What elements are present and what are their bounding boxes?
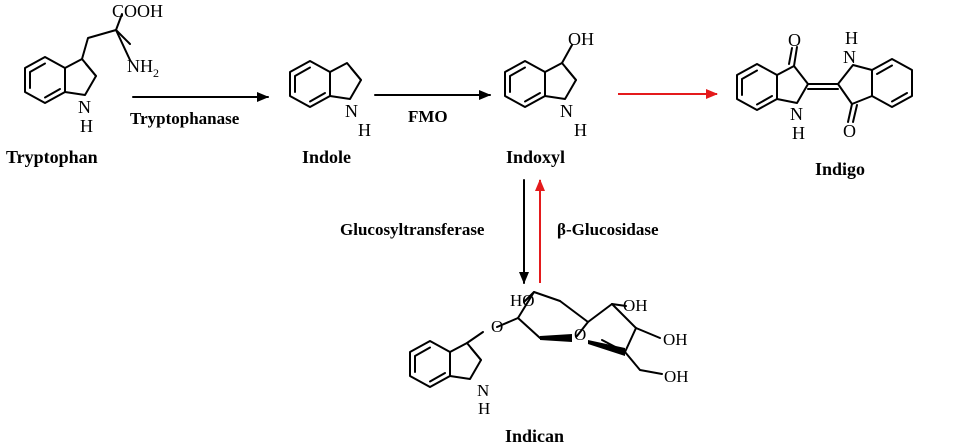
- indoxyl-h-label: H: [574, 120, 587, 140]
- tryptophanase-label: Tryptophanase: [130, 109, 240, 128]
- indole-structure: [289, 60, 362, 108]
- indican-glycosidic-o-label: O: [491, 317, 503, 336]
- indigo-h-top-label: H: [845, 28, 858, 48]
- indican-wedge-right: [588, 340, 625, 356]
- indigo-h-bottom-label: H: [792, 123, 805, 143]
- indigo-structure: [736, 46, 913, 123]
- nh2-label: NH2: [127, 56, 159, 80]
- indole-h-label: H: [358, 120, 371, 140]
- indoxyl-oh-label: OH: [568, 29, 594, 49]
- indoxyl-n-label: N: [560, 101, 573, 121]
- indole-n-label: N: [345, 101, 358, 121]
- glucosyltransferase-label: Glucosyltransferase: [340, 220, 485, 239]
- indican-ring-o-label: O: [574, 325, 586, 344]
- indican-wedge-left: [540, 334, 572, 342]
- indole-name: Indole: [302, 147, 351, 167]
- indican-n-label: N: [477, 381, 489, 400]
- tryptophan-n-label: N: [78, 97, 91, 117]
- indoxyl-name: Indoxyl: [506, 147, 565, 167]
- indican-oh-top-label: OH: [623, 296, 648, 315]
- indigo-name: Indigo: [815, 159, 865, 179]
- cooh-label: COOH: [112, 1, 163, 21]
- tryptophan-structure: [24, 13, 131, 104]
- indican-name: Indican: [505, 426, 564, 446]
- indigo-n-bottom-label: N: [790, 104, 803, 124]
- indican-h-label: H: [478, 399, 490, 418]
- tryptophan-h-label: H: [80, 116, 93, 136]
- indigo-o-top-label: O: [788, 30, 801, 50]
- indigo-n-top-label: N: [843, 47, 856, 67]
- indican-ho-label: HO: [510, 291, 535, 310]
- fmo-label: FMO: [408, 107, 448, 126]
- indican-structure: [409, 291, 663, 388]
- indigo-o-bottom-label: O: [843, 121, 856, 141]
- indoxyl-structure: [504, 44, 577, 108]
- glucosidase-label: β-Glucosidase: [557, 220, 659, 239]
- tryptophan-name: Tryptophan: [6, 147, 98, 167]
- indican-oh-right-label: OH: [663, 330, 688, 349]
- indican-oh-bottom-label: OH: [664, 367, 689, 386]
